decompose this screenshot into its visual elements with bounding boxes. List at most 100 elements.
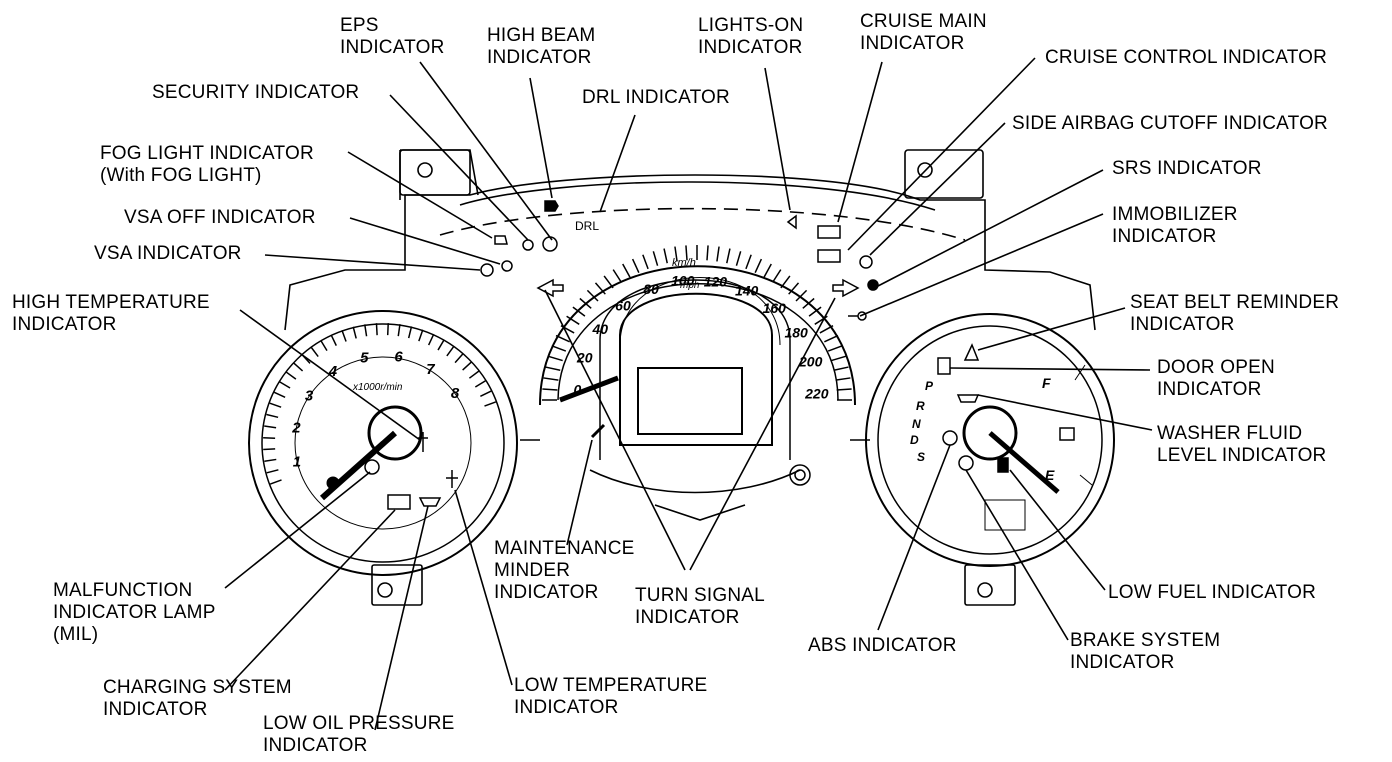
washer-fluid-icon	[956, 394, 980, 403]
tach-tick-label: 1	[293, 454, 301, 471]
tach-tick	[310, 346, 319, 358]
tach-tick	[279, 381, 291, 389]
tach-tick-label: 4	[328, 363, 338, 380]
cruise-main-leader	[837, 61, 883, 223]
tach-tick	[273, 391, 286, 399]
speed-tick	[579, 297, 592, 309]
speed-tick	[566, 315, 580, 325]
speed-tick-label: 160	[763, 300, 787, 316]
vsa-leader	[264, 254, 481, 271]
indicator-icons	[364, 200, 1075, 510]
tach-tick	[386, 323, 389, 336]
tach-tick-label: 7	[426, 361, 435, 378]
door-open-leader	[949, 367, 1151, 371]
label-fog-light: FOG LIGHT INDICATOR(With FOG LIGHT)	[100, 143, 314, 186]
label-cruise-control: CRUISE CONTROL INDICATOR	[1045, 47, 1328, 68]
tach-tick-label: 6	[394, 349, 403, 366]
mil-leader	[224, 471, 371, 589]
speed-tick	[808, 306, 822, 317]
tach-tick	[341, 329, 347, 342]
security-leader	[389, 94, 529, 241]
tach-tick	[397, 324, 401, 337]
speedometer	[539, 265, 856, 460]
speed-tick-label: 60	[615, 297, 631, 313]
speed-tick	[795, 289, 808, 302]
speed-tick-label: 180	[784, 324, 808, 340]
speed-tick	[824, 334, 839, 343]
high-beam-icon	[544, 200, 559, 212]
tach-tick-label: 5	[360, 349, 369, 366]
eps-icon	[542, 236, 558, 252]
speed-tick	[572, 306, 586, 317]
speed-tick	[763, 263, 772, 278]
speed-tick	[716, 246, 720, 262]
tach-tick	[468, 370, 480, 379]
speed-tick-label: 40	[591, 321, 608, 337]
speed-tick	[745, 254, 752, 270]
speed-tick	[833, 366, 849, 371]
turn-signal-right-leader	[689, 297, 836, 571]
tach-tick	[264, 425, 277, 429]
turn-signal-left-leader	[544, 289, 686, 571]
drl-icon-text: DRL	[575, 219, 599, 233]
fuel-gauge	[865, 313, 1115, 567]
gear-d: D	[910, 433, 919, 447]
low-oil-icon	[418, 497, 442, 507]
speed-tick	[835, 377, 851, 381]
tach-tick	[407, 326, 413, 339]
tach-tick	[454, 353, 464, 364]
speed-tick	[586, 289, 599, 302]
low-fuel-icon	[997, 457, 1009, 473]
speed-tick-label: 220	[804, 386, 829, 402]
tach-tick	[474, 380, 486, 388]
tach-unit: x1000r/min	[352, 382, 403, 393]
speed-tick	[542, 388, 558, 391]
tach-tick	[263, 437, 276, 440]
tach-tick	[352, 326, 357, 339]
washer-fluid-leader	[977, 394, 1153, 431]
seat-belt-icon	[963, 343, 980, 361]
speed-tick	[631, 258, 640, 273]
cruise-control-icon	[817, 249, 841, 263]
tach-tick	[269, 402, 282, 408]
security-icon	[522, 239, 534, 251]
vsa-icon	[480, 263, 494, 277]
gear-s: S	[917, 450, 925, 464]
trip-knob-inner-icon	[794, 469, 806, 481]
high-temp-leader	[239, 309, 421, 441]
speed-tick	[827, 345, 843, 352]
gear-n: N	[912, 417, 921, 431]
immobilizer-icon	[848, 311, 867, 321]
tach-tick	[293, 362, 304, 372]
fog-light-icon	[494, 235, 508, 245]
low-temp-leader	[454, 489, 513, 686]
speed-tick	[663, 248, 668, 264]
srs-leader	[877, 169, 1104, 287]
speed-tick	[685, 245, 688, 261]
tach-tick	[320, 340, 328, 352]
cluster-housing	[284, 149, 1096, 606]
tach-tick	[446, 345, 455, 357]
speed-tick	[735, 251, 742, 266]
tach-tick	[427, 333, 435, 346]
tach-tick	[484, 401, 497, 407]
gear-r: R	[916, 399, 925, 413]
door-open-icon	[937, 357, 951, 375]
mph-unit: mph	[680, 280, 700, 291]
tachometer	[248, 310, 518, 576]
low-oil-leader	[374, 505, 429, 731]
speed-tick	[555, 334, 570, 343]
tach-tick	[462, 361, 472, 371]
lights-on-leader	[764, 67, 791, 211]
